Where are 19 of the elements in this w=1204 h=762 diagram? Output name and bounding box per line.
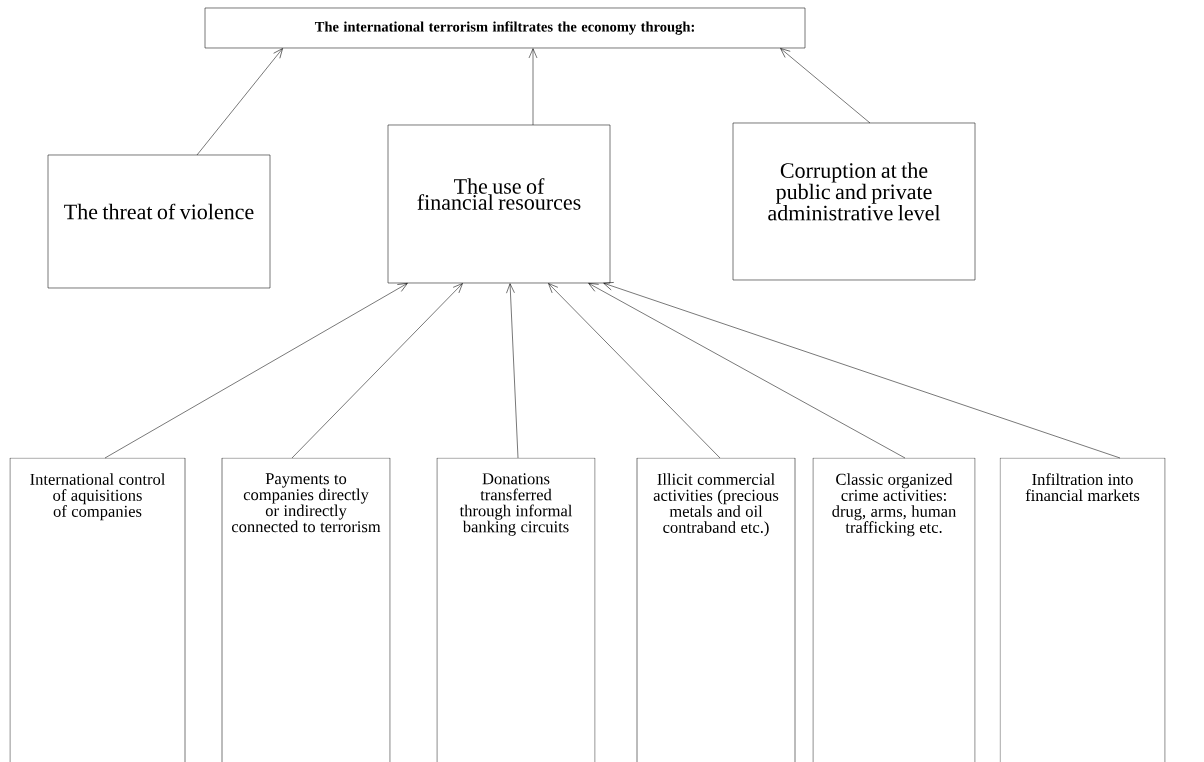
source-box: Infiltration into financial markets [999, 457, 1166, 762]
arrow [196, 48, 283, 156]
arrow [291, 283, 463, 459]
source-box: Classic organized crime activities: drug, arms, human trafficking etc. [812, 457, 976, 762]
title-box: The international terrorism infiltrates the economy through: [204, 7, 806, 49]
source-box: Illicit commercial activities (precious metals and oil contraband etc.) [636, 457, 796, 762]
arrow [588, 283, 906, 459]
arrow [104, 283, 408, 459]
arrow [528, 48, 538, 126]
category-box: The use of financial resources [387, 124, 611, 284]
arrow [780, 48, 871, 124]
category-box: The threat of violence [47, 154, 271, 289]
arrow [548, 283, 721, 459]
arrow [506, 283, 519, 459]
category-box: Corruption at the public and private administrative level [732, 122, 976, 281]
source-box: International control of aquisitions of companies [9, 457, 186, 762]
source-box: Payments to companies directly or indirectly connected to terrorism [221, 457, 391, 762]
arrow [603, 282, 1121, 459]
source-box: Donations transferred through informal banking circuits [436, 457, 596, 762]
